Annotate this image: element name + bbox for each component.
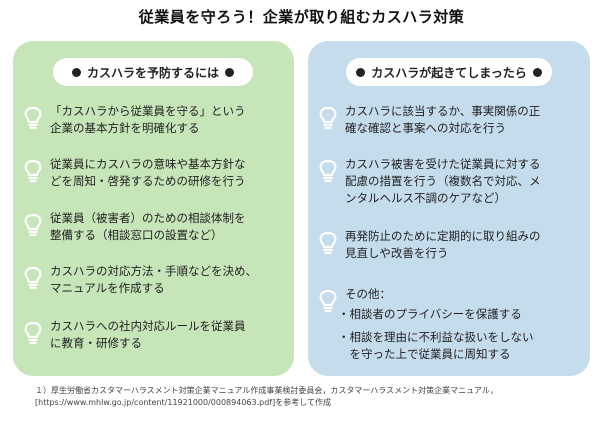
prevention-item-text: 従業員（被害者）のための相談体制を 整備する（相談窓口の設置など） [50,211,246,242]
response-item-text: その他： [345,287,391,301]
response-heading-label: カスハラが起きてしまったら [371,65,527,80]
prevention-item-text: カスハラへの社内対応ルールを従業員 に教育・研修する [50,319,246,350]
dot-icon [71,67,81,77]
response-sub-item: ・相談を理由に不利益な扱いをしない を守った上で従業員に周知する [338,330,534,361]
prevention-item-text: 従業員にカスハラの意味や基本方針な どを周知・啓発するための研修を行う [50,157,246,188]
prevention-heading: カスハラを予防するには [53,58,253,86]
response-item: 再発防止のために定期的に取り組みの 見直しや改善を行う [318,228,580,262]
response-item-text: カスハラ被害を受けた従業員に対する 配慮の措置を行う（複数名で対応、メ ンタルヘ… [345,157,541,205]
lightbulb-icon [24,266,42,290]
response-panel: カスハラが起きてしまったら カスハラに該当するか、事実関係の正 確な確認と事案へ… [308,41,590,376]
dot-icon [225,67,234,77]
prevention-item: 従業員にカスハラの意味や基本方針な どを周知・啓発するための研修を行う [23,156,284,190]
response-item: カスハラに該当するか、事実関係の正 確な確認と事案への対応を行う [318,103,580,137]
prevention-heading-label: カスハラを予防するには [86,65,219,80]
prevention-item: カスハラへの社内対応ルールを従業員 に教育・研修する [23,318,284,352]
dot-icon [356,67,366,77]
lightbulb-icon [24,321,42,345]
response-item-text: カスハラに該当するか、事実関係の正 確な確認と事案への対応を行う [345,104,541,135]
response-item: その他： [318,286,580,314]
prevention-item-text: 「カスハラから従業員を守る」という 企業の基本方針を明確化する [50,104,246,135]
response-sub-item: ・相談者のプライバシーを保護する [338,307,522,321]
prevention-item-text: カスハラの対応方法・手順などを決め、 マニュアルを作成する [50,264,257,295]
prevention-item: 従業員（被害者）のための相談体制を 整備する（相談窓口の設置など） [23,210,284,244]
response-item-text: 再発防止のために定期的に取り組みの 見直しや改善を行う [345,229,541,260]
lightbulb-icon [319,289,337,313]
lightbulb-icon [319,159,337,183]
lightbulb-icon [319,231,337,255]
lightbulb-icon [319,106,337,130]
footnote: １）厚生労働省カスタマーハラスメント対策企業マニュアル作成事業検討委員会，カスタ… [35,386,498,407]
dot-icon [532,67,542,77]
prevention-item: 「カスハラから従業員を守る」という 企業の基本方針を明確化する [23,103,284,137]
response-heading: カスハラが起きてしまったら [346,58,552,86]
lightbulb-icon [24,213,42,237]
page-title: 従業員を守ろう！企業が取り組むカスハラ対策 [138,8,465,26]
lightbulb-icon [24,159,42,183]
lightbulb-icon [24,106,42,130]
prevention-item: カスハラの対応方法・手順などを決め、 マニュアルを作成する [23,263,284,297]
prevention-panel: カスハラを予防するには 「カスハラから従業員を守る」という 企業の基本方針を明確… [13,41,294,376]
response-item: カスハラ被害を受けた従業員に対する 配慮の措置を行う（複数名で対応、メ ンタルヘ… [318,156,580,207]
